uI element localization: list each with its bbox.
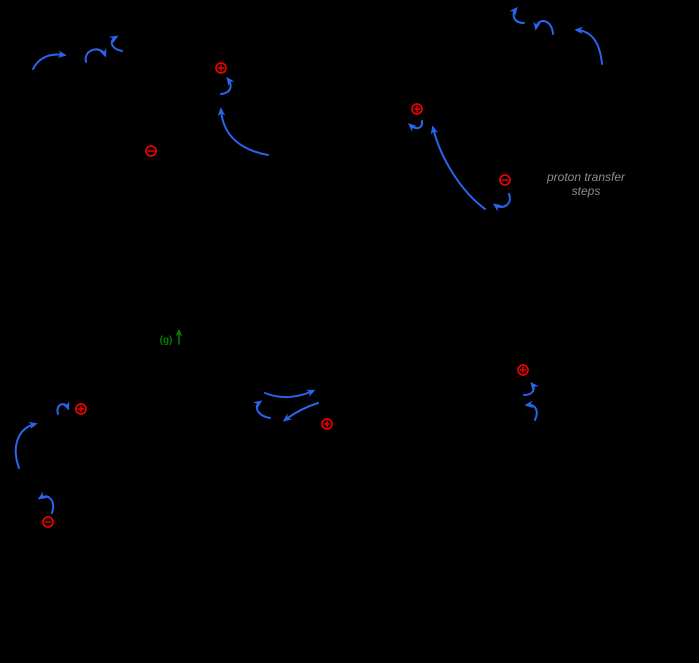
curved-arrow-right-mid-hook-up <box>523 381 539 396</box>
curved-arrow-minus2-hook <box>492 193 511 212</box>
curved-arrow-bottom-mid-hook <box>253 400 271 419</box>
curved-arrow-plus2-hook <box>407 120 424 132</box>
plus-charge-icon <box>215 62 227 74</box>
curved-arrow-bottom-left-low-hook <box>37 491 54 514</box>
plus-charge-icon <box>411 103 423 115</box>
proton-transfer-note-line1: proton transfer <box>546 170 626 184</box>
curved-arrow-plus1-hook <box>220 76 235 95</box>
proton-transfer-note-line2: steps <box>572 184 601 198</box>
curved-arrow-top-left-loop <box>84 48 107 63</box>
proton-transfer-note: proton transfer steps <box>546 170 626 198</box>
gas-evolution: (g) <box>160 328 183 346</box>
curved-arrow-top-right-loop <box>533 20 554 35</box>
minus-charge-icon <box>42 516 54 528</box>
curved-arrow-top-left-curl <box>109 35 123 52</box>
curved-arrow-right-mid-hook-left <box>524 400 538 421</box>
curved-arrow-bottom-left-long-arc <box>14 421 38 469</box>
gas-phase-label: (g) <box>160 335 173 346</box>
curved-arrow-top-right-long-arc <box>574 26 603 65</box>
curved-arrow-top-left-long-arc <box>32 50 67 70</box>
electron-flow-arrows <box>14 6 603 514</box>
curved-arrow-plus2-attack-arc <box>430 125 486 210</box>
minus-charge-icon <box>499 174 511 186</box>
plus-charge-icon <box>517 364 529 376</box>
curved-arrow-bottom-mid-top-arc <box>264 389 316 399</box>
curved-arrow-bottom-mid-diagonal <box>282 402 319 422</box>
curved-arrow-top-right-curl <box>509 6 525 24</box>
plus-charge-icon <box>321 418 333 430</box>
plus-charge-icon <box>75 403 87 415</box>
minus-charge-icon <box>145 145 157 157</box>
formal-charge-symbols <box>42 62 529 528</box>
curved-arrow-bottom-left-hook <box>56 401 70 415</box>
curved-arrow-plus1-attack-arc <box>217 107 269 156</box>
